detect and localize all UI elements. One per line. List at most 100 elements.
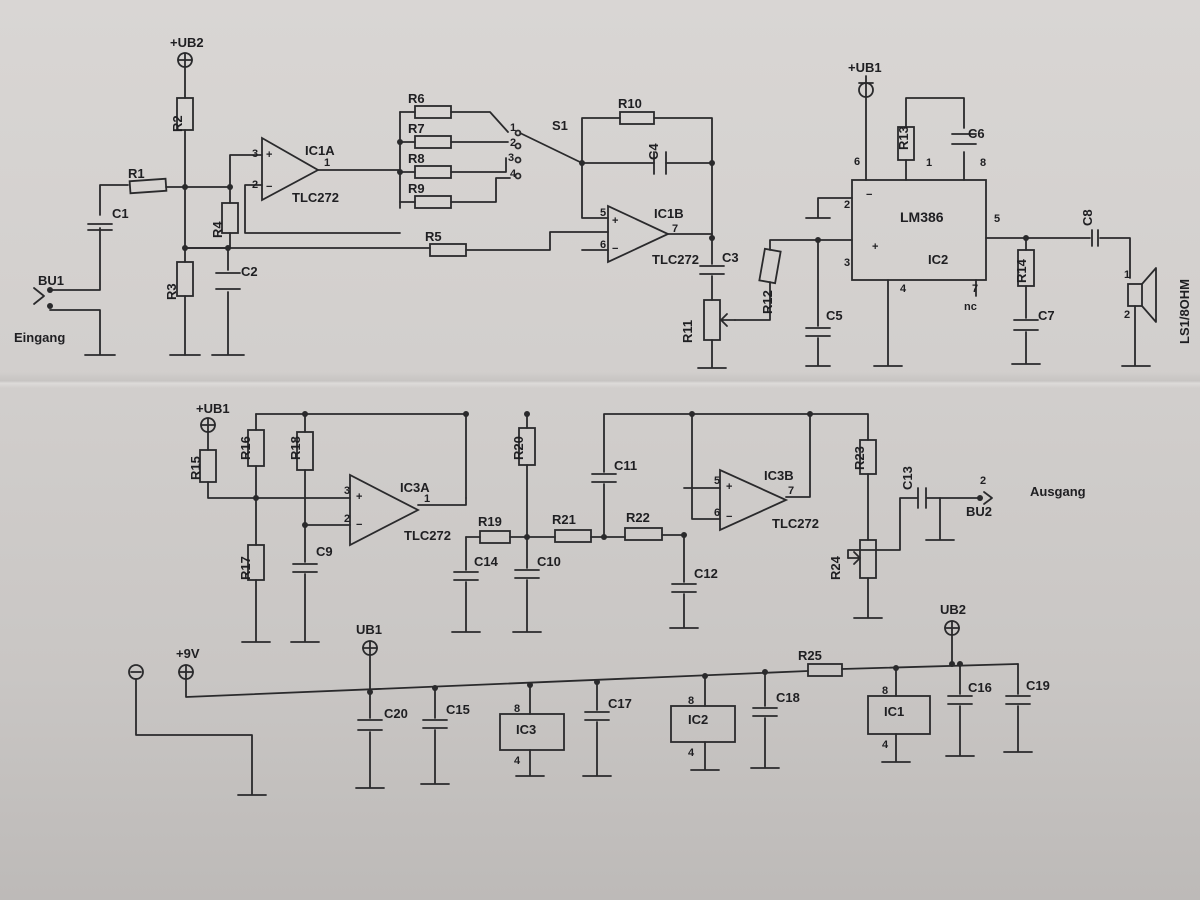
label-r20: R20 (511, 436, 526, 460)
pin-ic1a-3: 3 (252, 148, 258, 160)
label-c3: C3 (722, 250, 739, 265)
paper-fold (0, 372, 1200, 388)
label-r13: R13 (896, 126, 911, 150)
pin-s1-4: 4 (510, 168, 517, 180)
pin-ic2-3: 3 (844, 257, 850, 269)
label-r24: R24 (828, 555, 843, 580)
pin-ic2-7: 7 (972, 283, 978, 295)
label-r8: R8 (408, 151, 425, 166)
label-c4: C4 (646, 143, 661, 160)
label-ic1b-type: TLC272 (652, 252, 699, 267)
pin-ic1b-plus: + (612, 215, 618, 227)
label-c15: C15 (446, 702, 470, 717)
label-c6: C6 (968, 126, 985, 141)
pin-ic1b-5: 5 (600, 207, 606, 219)
pin-ic2s-8: 8 (688, 695, 694, 707)
rail-ub2-bottom: UB2 (940, 602, 966, 617)
pin-bu2-2: 2 (980, 475, 986, 487)
pin-ic2-2: 2 (844, 199, 850, 211)
pin-ic3a-2: 2 (344, 513, 350, 525)
pin-ic1-4: 4 (882, 739, 889, 751)
rail-labels: +UB2 +UB1 +UB1 UB1 UB2 +9V (170, 35, 966, 661)
pin-ic1b-minus: − (612, 243, 618, 255)
label-r21: R21 (552, 512, 576, 527)
pin-s1-1: 1 (510, 122, 516, 134)
label-ic2-supply: IC2 (688, 712, 708, 727)
pin-ls1-1: 1 (1124, 269, 1130, 281)
label-ic1a: IC1A (305, 143, 335, 158)
label-c10: C10 (537, 554, 561, 569)
label-c12: C12 (694, 566, 718, 581)
pin-ic1a-minus: − (266, 181, 272, 193)
pin-ic1a-plus: + (266, 149, 272, 161)
pin-ic1-8: 8 (882, 685, 888, 697)
rail-ub1-top: +UB1 (848, 60, 882, 75)
label-r7: R7 (408, 121, 425, 136)
label-c13: C13 (900, 466, 915, 490)
label-r9: R9 (408, 181, 425, 196)
junction-dots-middle (253, 411, 813, 540)
pin-ic3b-minus: − (726, 511, 732, 523)
pin-ls1-2: 2 (1124, 309, 1130, 321)
pin-ic1a-2: 2 (252, 179, 258, 191)
pin-ic3a-1: 1 (424, 493, 430, 505)
label-ic3a: IC3A (400, 480, 430, 495)
pin-ic3a-3: 3 (344, 485, 350, 497)
label-ic1b: IC1B (654, 206, 684, 221)
pin-ic2-4: 4 (900, 283, 907, 295)
label-r10: R10 (618, 96, 642, 111)
pin-ic3a-plus: + (356, 491, 362, 503)
pin-numbers: 3 2 + − 1 1 2 3 4 5 6 + − 7 6 2 3 − + 1 … (252, 122, 1130, 767)
pin-ic2-minus: − (866, 189, 872, 201)
label-bu2: BU2 (966, 504, 992, 519)
label-r16: R16 (238, 436, 253, 460)
label-c5: C5 (826, 308, 843, 323)
label-r19: R19 (478, 514, 502, 529)
label-r11: R11 (680, 320, 695, 343)
label-c2: C2 (241, 264, 258, 279)
label-c19: C19 (1026, 678, 1050, 693)
label-r22: R22 (626, 510, 650, 525)
pin-ic3b-plus: + (726, 481, 732, 493)
pin-ic2-5: 5 (994, 213, 1000, 225)
label-r1: R1 (128, 166, 145, 181)
label-r4: R4 (210, 221, 225, 238)
junction-dots-top (182, 139, 1029, 251)
pin-ic1b-6: 6 (600, 239, 606, 251)
label-r3: R3 (164, 283, 179, 300)
label-ic2: IC2 (928, 252, 948, 267)
pin-ic1b-7: 7 (672, 223, 678, 235)
label-c20: C20 (384, 706, 408, 721)
wiring-bottom (128, 620, 1033, 796)
label-c1: C1 (112, 206, 129, 221)
rail-ub1-bottom: UB1 (356, 622, 382, 637)
label-r5: R5 (425, 229, 442, 244)
label-c14: C14 (474, 554, 499, 569)
label-c17: C17 (608, 696, 632, 711)
label-r6: R6 (408, 91, 425, 106)
wiring-top (33, 52, 1157, 369)
label-r23: R23 (852, 446, 867, 470)
pin-ic3a-minus: − (356, 519, 362, 531)
pin-ic3b-7: 7 (788, 485, 794, 497)
rail-ub2-top: +UB2 (170, 35, 204, 50)
pin-ic2s-4: 4 (688, 747, 695, 759)
pin-ic3b-6: 6 (714, 507, 720, 519)
label-bu1: BU1 (38, 273, 64, 288)
label-ls1: LS1/8OHM (1177, 279, 1192, 344)
pin-ic3-8: 8 (514, 703, 520, 715)
pin-ic3b-5: 5 (714, 475, 720, 487)
label-ic3: IC3 (516, 722, 536, 737)
label-ic3a-type: TLC272 (404, 528, 451, 543)
component-labels: R2 R1 C1 R4 C2 R3 BU1 Eingang IC1A TLC27… (14, 91, 1192, 737)
pin-ic2-nc: nc (964, 301, 977, 313)
label-r12: R12 (760, 290, 775, 314)
label-r18: R18 (288, 436, 303, 460)
pin-ic2-1: 1 (926, 157, 932, 169)
label-r15: R15 (188, 456, 203, 480)
label-c11: C11 (614, 458, 637, 473)
label-ausgang: Ausgang (1030, 484, 1086, 499)
label-c18: C18 (776, 690, 800, 705)
label-c9: C9 (316, 544, 333, 559)
